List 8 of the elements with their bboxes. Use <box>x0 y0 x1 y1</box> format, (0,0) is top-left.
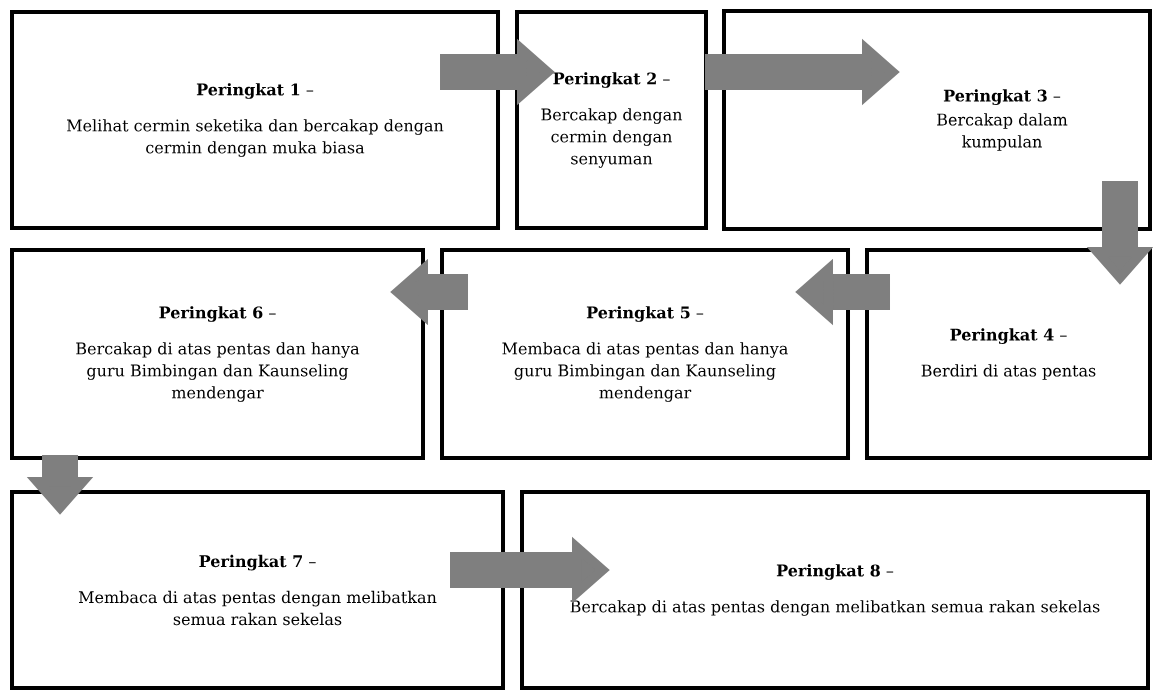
stage-box: Peringkat 1 – Melihat cermin seketika dan bercakap dengan cermin dengan muka biasa <box>10 10 500 230</box>
stage-box: Peringkat 2 – Bercakap dengan cermin dengan senyuman <box>515 10 708 230</box>
stage-box: Peringkat 4 – Berdiri di atas pentas <box>865 248 1152 460</box>
stage-box: Peringkat 6 – Bercakap di atas pentas dan hanya guru Bimbingan dan Kaunseling mendengar <box>10 248 425 460</box>
stage-box: Peringkat 3 – Bercakap dalam kumpulan <box>722 9 1152 231</box>
stage-box: Peringkat 5 – Membaca di atas pentas dan hanya guru Bimbingan dan Kaunseling mendengar <box>440 248 850 460</box>
stage-box: Peringkat 8 – Bercakap di atas pentas dengan melibatkan semua rakan sekelas <box>520 490 1150 690</box>
stage-box: Peringkat 7 – Membaca di atas pentas dengan melibatkan semua rakan sekelas <box>10 490 505 690</box>
